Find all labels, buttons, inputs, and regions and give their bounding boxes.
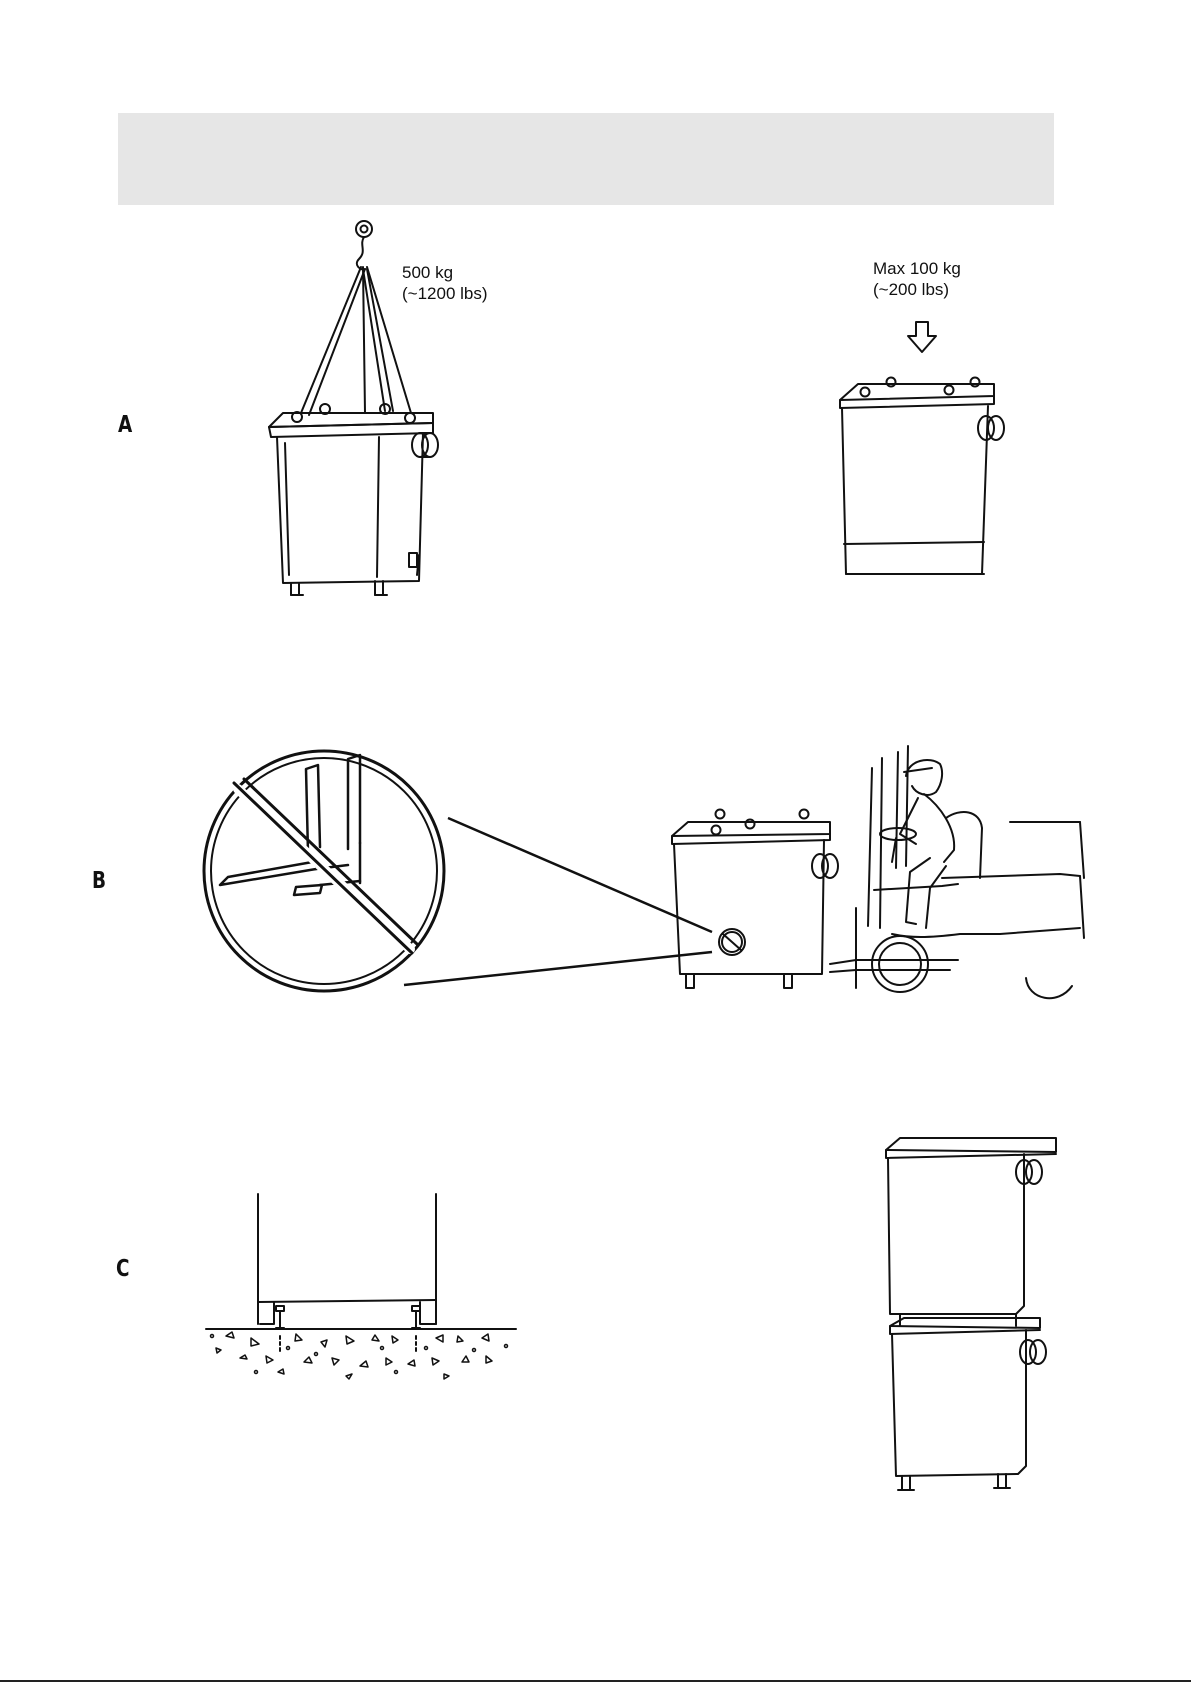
seat [946, 812, 982, 878]
cabinet-base [258, 1194, 436, 1324]
page-bottom-rule [0, 1680, 1191, 1682]
floor-anchoring-illustration [196, 1186, 546, 1386]
lower-cabinet [890, 1318, 1046, 1490]
warning-sticker-icon [719, 929, 745, 955]
upper-cabinet [886, 1138, 1056, 1326]
stacked-cabinets-illustration [880, 1130, 1080, 1510]
concrete-aggregate [211, 1332, 508, 1379]
forklift-transport-illustration [660, 738, 1100, 1028]
rear-wheel-icon [1026, 978, 1072, 998]
steering-wheel-icon [880, 828, 916, 862]
forks [830, 960, 958, 972]
cabinet [672, 810, 838, 989]
front-wheel-icon [872, 936, 928, 992]
